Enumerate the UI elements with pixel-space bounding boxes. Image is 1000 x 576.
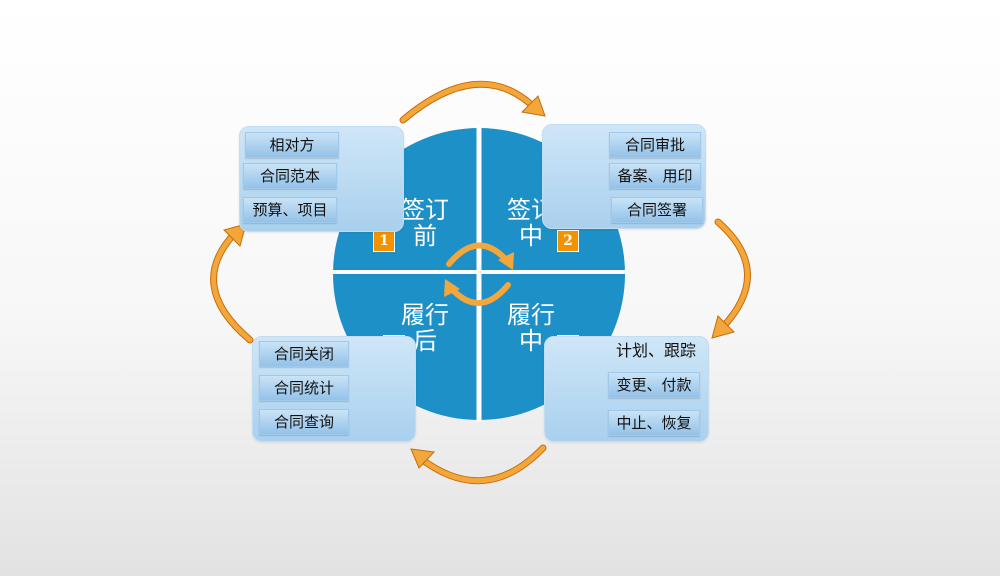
item-contract-query: 合同查询 — [259, 409, 349, 435]
arrow-bottom-head — [410, 448, 436, 469]
arrow-right-head — [711, 315, 735, 339]
quadrant-label-after-performance: 履行后 — [401, 301, 449, 355]
item-plan-tracking: 计划、跟踪 — [615, 341, 696, 360]
inner-arrow-top — [446, 242, 511, 267]
item-contract-close: 合同关闭 — [259, 341, 349, 367]
item-contract-template: 合同范本 — [243, 163, 337, 189]
item-change-payment: 变更、付款 — [608, 372, 700, 398]
quadrant-label-during-performance: 履行中 — [507, 301, 555, 355]
item-counterparty: 相对方 — [245, 132, 339, 158]
quadrant-label-before-signing: 签订前 — [401, 196, 449, 250]
item-budget-project: 预算、项目 — [243, 197, 337, 223]
arrow-top-head — [520, 95, 546, 117]
quadrant-badge-1: 1 — [373, 230, 395, 252]
item-filing-seal: 备案、用印 — [609, 163, 701, 189]
item-suspend-resume: 中止、恢复 — [608, 410, 700, 436]
arrow-left-head — [223, 223, 247, 247]
quadrant-badge-2: 2 — [557, 230, 579, 252]
item-contract-statistics: 合同统计 — [259, 375, 349, 401]
item-contract-approval: 合同审批 — [609, 132, 701, 158]
inner-arrow-bottom — [447, 282, 511, 306]
item-contract-signing: 合同签署 — [611, 197, 703, 223]
